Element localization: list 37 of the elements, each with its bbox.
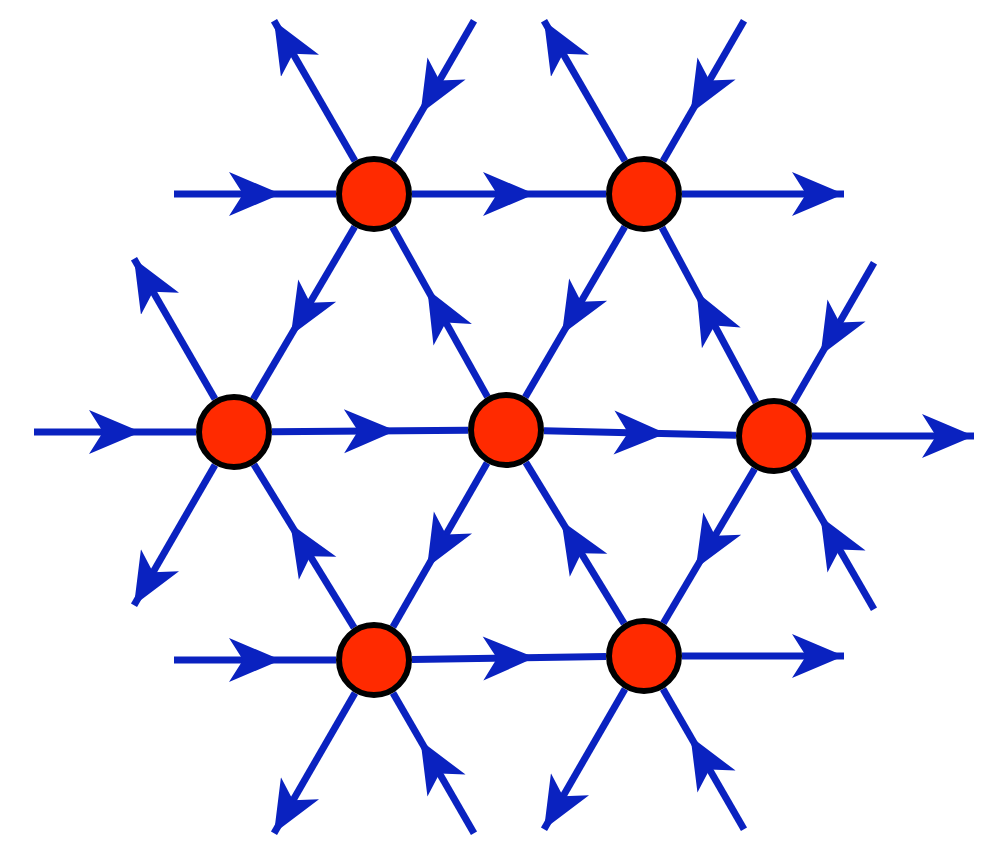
circle-node — [196, 394, 272, 470]
arrow — [34, 410, 196, 454]
arrow — [271, 409, 469, 454]
arrow — [540, 687, 629, 831]
arrow — [250, 462, 358, 630]
circle-node — [336, 156, 412, 232]
arrow — [659, 687, 748, 831]
arrow — [789, 467, 878, 611]
arrow — [174, 638, 336, 682]
arrow — [389, 225, 491, 399]
arrow — [411, 636, 607, 681]
arrow — [389, 691, 478, 835]
circle-node — [736, 398, 812, 474]
arrow — [130, 463, 219, 607]
arrow — [389, 461, 491, 629]
arrow — [270, 19, 359, 163]
arrow — [270, 691, 359, 835]
arrow — [659, 19, 748, 163]
arrow — [250, 225, 358, 401]
arrow — [660, 466, 758, 626]
arrow — [522, 460, 628, 626]
arrow — [174, 172, 336, 216]
circle-node — [606, 156, 682, 232]
arrow — [789, 261, 878, 405]
arrow — [543, 410, 737, 455]
arrow — [130, 257, 219, 401]
arrow — [682, 634, 844, 678]
arrow — [389, 19, 478, 163]
circle-node — [606, 618, 682, 694]
arrow — [540, 19, 629, 163]
arrow — [412, 172, 606, 216]
circle-node — [336, 622, 412, 698]
arrow — [658, 225, 760, 405]
arrow — [522, 225, 628, 399]
arrow — [682, 172, 844, 216]
arrow — [812, 414, 974, 458]
circle-node — [468, 392, 544, 468]
